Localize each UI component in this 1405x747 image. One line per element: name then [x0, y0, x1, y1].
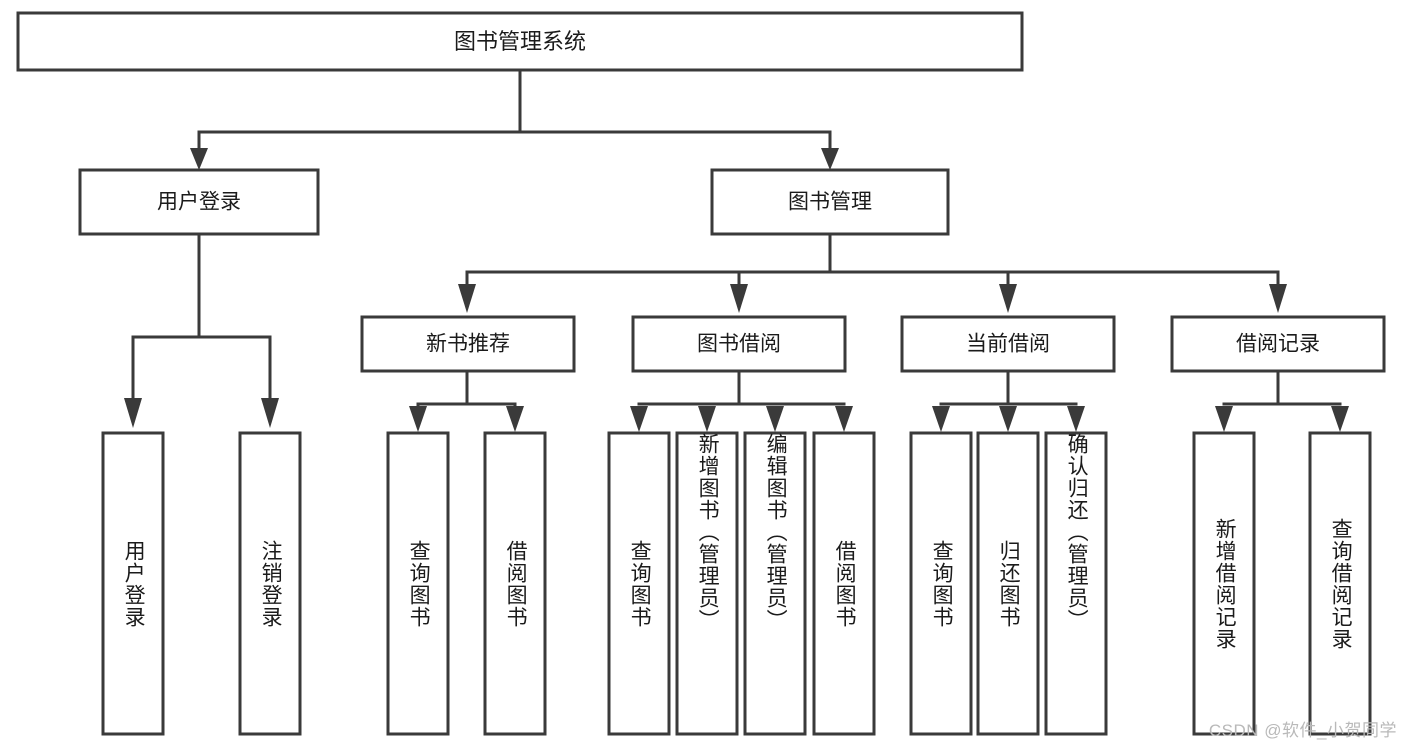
node-box-book-management[interactable]	[710, 168, 950, 236]
leaf-box-borrow-book-1[interactable]	[483, 431, 547, 736]
arrow-head-leaf-query-book-2	[630, 406, 648, 432]
node-label-book-management: 图书管理	[788, 191, 872, 214]
node-box-user-login[interactable]	[78, 168, 320, 236]
arrow-head-leaf-edit-book	[766, 406, 784, 432]
arrow-head-leaf-query-record	[1331, 406, 1349, 432]
connector-group-book-borrow	[630, 370, 853, 432]
node-box-current-borrow[interactable]	[900, 315, 1116, 373]
connector-group-book-management	[458, 233, 1287, 313]
leaf-box-user-login[interactable]	[101, 431, 165, 736]
arrow-head-leaf-borrow-book-1	[506, 406, 524, 432]
node-label-user-login: 用户登录	[157, 191, 241, 214]
leaf-box-return-book[interactable]	[976, 431, 1040, 736]
node-label-current-borrow: 当前借阅	[966, 333, 1050, 356]
node-label-root: 图书管理系统	[454, 29, 586, 54]
arrow-head-leaf-user-logout	[261, 398, 279, 428]
node-box-root[interactable]	[16, 11, 1024, 72]
arrow-head-leaf-confirm-return	[1067, 406, 1085, 432]
arrow-head-book-borrow	[730, 284, 748, 313]
arrow-head-leaf-query-book-3	[932, 406, 950, 432]
leaf-box-confirm-return[interactable]	[1044, 431, 1108, 736]
leaf-box-query-record[interactable]	[1308, 431, 1372, 736]
watermark: CSDN @软件_小贺同学	[1208, 721, 1397, 740]
arrow-head-leaf-return-book	[999, 406, 1017, 432]
arrow-head-book-management	[821, 148, 839, 170]
leaf-box-add-book[interactable]	[675, 431, 739, 736]
arrow-head-leaf-user-login	[124, 398, 142, 428]
leaf-box-borrow-book-2[interactable]	[812, 431, 876, 736]
leaf-box-query-book-1[interactable]	[386, 431, 450, 736]
arrow-head-new-book-recommend	[458, 284, 476, 313]
connector-group-user-login	[124, 233, 279, 428]
arrow-head-borrow-record	[1269, 284, 1287, 313]
leaf-box-edit-book[interactable]	[743, 431, 807, 736]
leaf-box-query-book-2[interactable]	[607, 431, 671, 736]
leaf-box-user-logout[interactable]	[238, 431, 302, 736]
connector-group-new-book-recommend	[409, 370, 524, 432]
node-box-borrow-record[interactable]	[1170, 315, 1386, 373]
node-label-book-borrow: 图书借阅	[697, 333, 781, 356]
connector-group-current-borrow	[932, 370, 1085, 432]
arrow-head-user-login	[190, 148, 208, 170]
arrow-head-leaf-borrow-book-2	[835, 406, 853, 432]
arrow-head-leaf-add-record	[1215, 406, 1233, 432]
node-label-borrow-record: 借阅记录	[1236, 333, 1320, 356]
connector-group-root	[190, 70, 839, 170]
arrow-head-leaf-add-book	[698, 406, 716, 432]
connector-group-borrow-record	[1215, 370, 1349, 432]
node-label-new-book-recommend: 新书推荐	[426, 333, 510, 356]
arrow-head-current-borrow	[999, 284, 1017, 313]
node-box-book-borrow[interactable]	[631, 315, 847, 373]
node-box-new-book-recommend[interactable]	[360, 315, 576, 373]
leaf-box-add-record[interactable]	[1192, 431, 1256, 736]
leaf-box-query-book-3[interactable]	[909, 431, 973, 736]
arrow-head-leaf-query-book-1	[409, 406, 427, 432]
